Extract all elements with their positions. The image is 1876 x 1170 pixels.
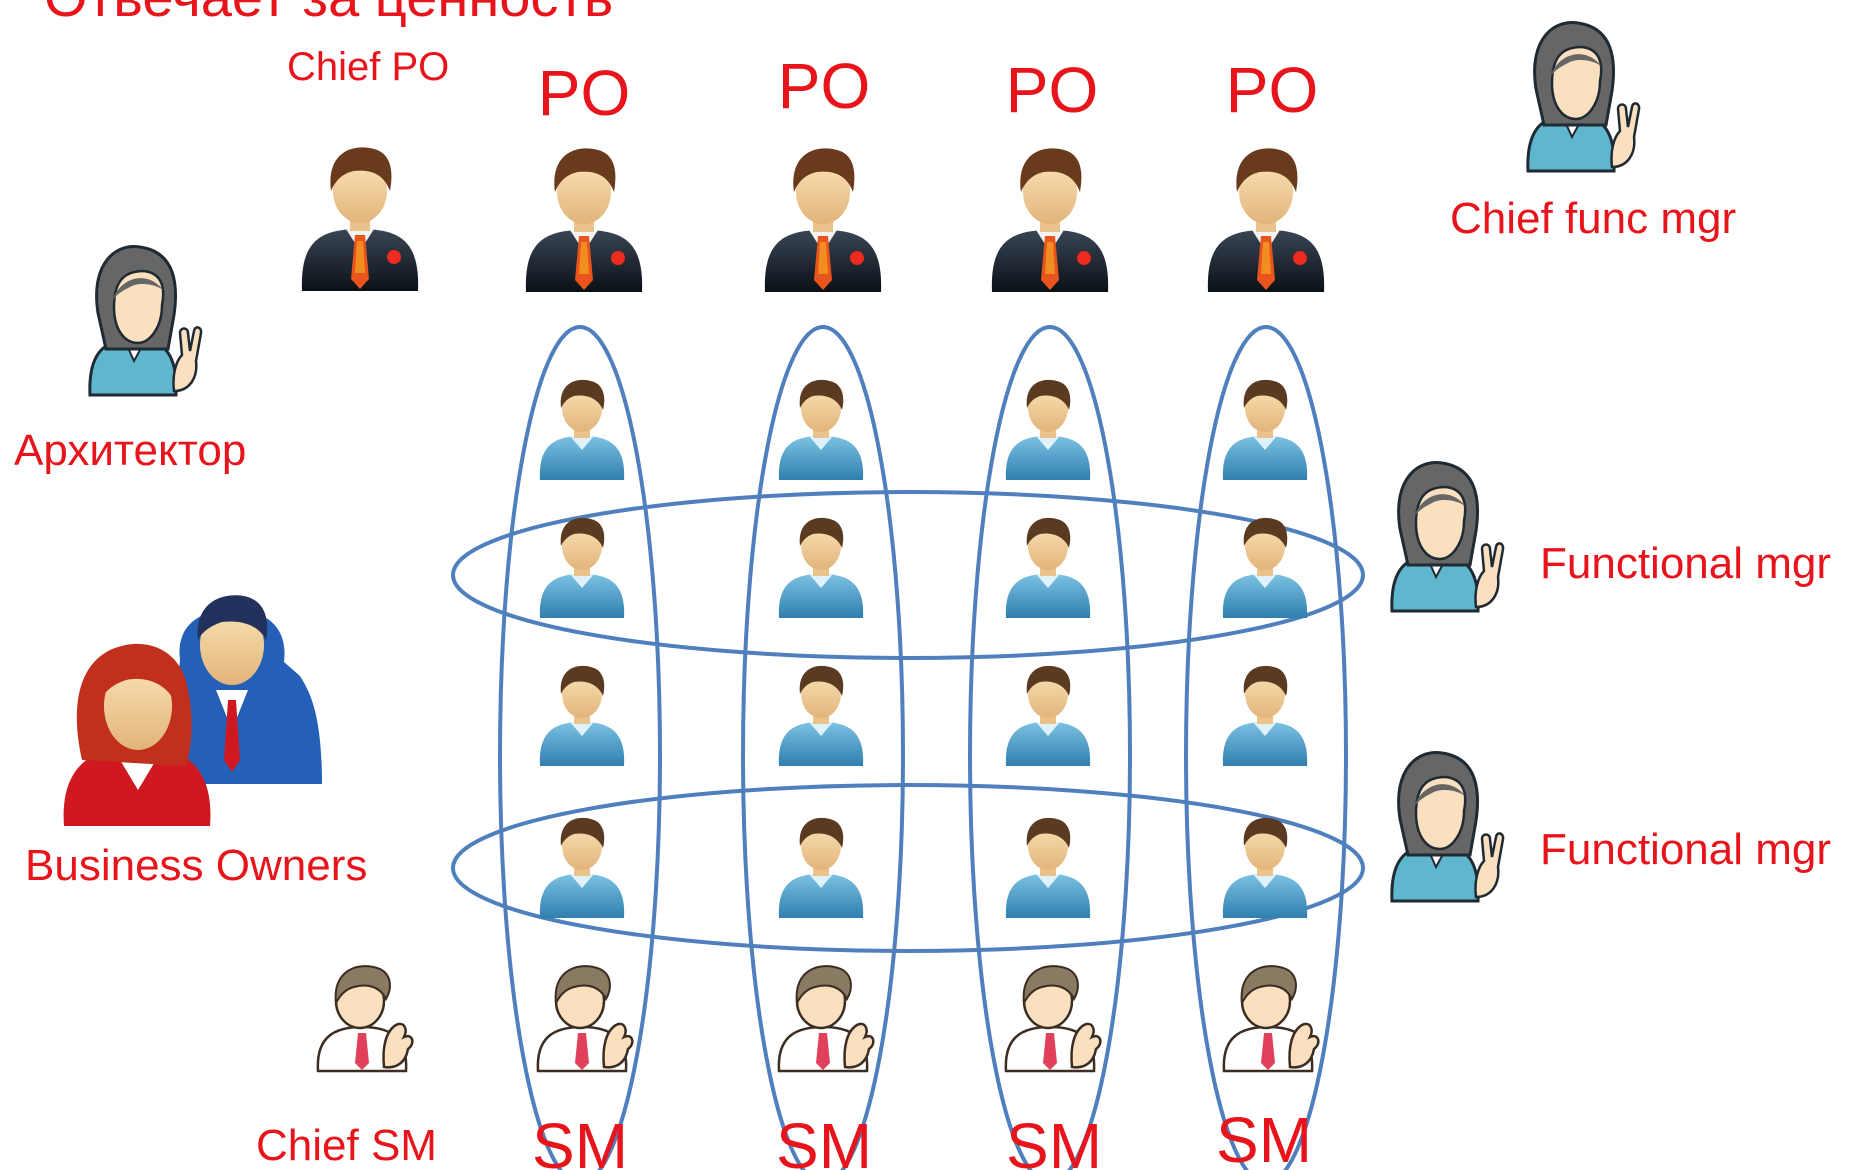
architect-label: Архитектор [14,426,246,475]
po-row: PO PO PO PO [525,50,1325,292]
team-member-icon [778,517,864,618]
scrum-master-icon [1004,964,1102,1073]
team-member-icon [1005,517,1091,618]
functional-mgr-label: Functional mgr [1540,825,1831,874]
functional-mgr-icon [1390,460,1505,613]
po-label: PO [778,50,870,122]
scrum-master-icon [536,964,634,1073]
sm-label: SM [776,1110,872,1170]
team-grid [539,379,1308,918]
team-ellipse-4 [1184,325,1348,1170]
team-member-icon [539,665,625,766]
chief-func-mgr-icon [1526,20,1641,173]
team-member-icon [1222,817,1308,918]
functional-mgr-icon [1390,750,1505,903]
team-member-icon [778,817,864,918]
chief-sm-icon [316,964,414,1073]
team-ellipse-1 [498,325,662,1170]
po-icon [991,148,1109,292]
team-member-icon [539,817,625,918]
business-owners-icon [63,595,322,826]
chief-po-label: Chief PO [287,45,449,89]
team-member-icon [778,379,864,480]
team-member-icon [1222,379,1308,480]
chief-po-icon [301,147,419,291]
chief-sm-label: Chief SM [256,1121,437,1170]
scrum-master-icon [1222,964,1320,1073]
po-icon [764,148,882,292]
team-member-icon [1005,379,1091,480]
sm-label: SM [1006,1110,1102,1170]
team-ellipses [498,325,1348,1170]
team-member-icon [1222,665,1308,766]
chief-func-mgr-label: Chief func mgr [1450,194,1736,243]
team-member-icon [778,665,864,766]
page-heading: Отвечает за ценность [44,0,613,28]
team-member-icon [1005,817,1091,918]
functional-ellipses [451,490,1365,953]
functional-ellipse-1 [451,490,1365,660]
functional-ellipse-2 [451,783,1365,953]
po-icon [525,148,643,292]
team-ellipse-2 [741,325,905,1170]
team-member-icon [539,517,625,618]
sm-label: SM [1216,1104,1312,1170]
business-owners-label: Business Owners [25,841,367,890]
po-label: PO [1006,54,1098,126]
team-ellipse-3 [968,325,1132,1170]
architect-icon [88,244,203,397]
po-icon [1207,148,1325,292]
sm-row: SM SM SM SM [532,964,1320,1170]
po-label: PO [538,57,630,129]
scrum-master-icon [777,964,875,1073]
sm-label: SM [532,1110,628,1170]
team-member-icon [1005,665,1091,766]
po-label: PO [1226,54,1318,126]
team-member-icon [539,379,625,480]
functional-mgr-label: Functional mgr [1540,539,1831,588]
